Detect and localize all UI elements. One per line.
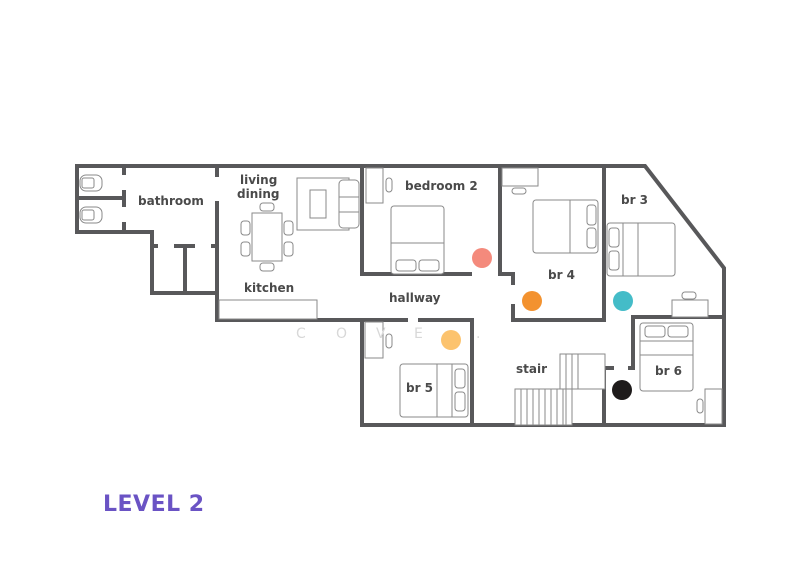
watermark-letter: . xyxy=(476,326,481,342)
marker-br4[interactable] xyxy=(522,291,542,311)
sofa xyxy=(296,177,360,231)
kitchen-counter xyxy=(218,299,318,320)
room-label-stair: stair xyxy=(516,362,548,376)
level-title: LEVEL 2 xyxy=(103,492,205,517)
marker-br6[interactable] xyxy=(612,380,632,400)
room-label-br6: br 6 xyxy=(655,364,683,378)
marker-bedroom2[interactable] xyxy=(472,248,492,268)
watermark-letter: C xyxy=(296,326,306,342)
staircase xyxy=(514,353,606,426)
room-label-hallway: hallway xyxy=(389,291,441,305)
toilets xyxy=(79,174,103,224)
room-label-kitchen: kitchen xyxy=(244,281,295,295)
room-label-br3: br 3 xyxy=(621,193,649,207)
br4-furniture xyxy=(501,167,599,254)
room-label-br4: br 4 xyxy=(548,268,576,282)
br3-furniture xyxy=(606,222,709,318)
marker-br5[interactable] xyxy=(441,330,461,350)
dining-table xyxy=(240,202,294,272)
room-label-living: living xyxy=(240,173,278,187)
room-label-dining: dining xyxy=(237,187,280,201)
room-label-bedroom2: bedroom 2 xyxy=(405,179,478,193)
room-label-bathroom: bathroom xyxy=(138,194,204,208)
room-label-br5: br 5 xyxy=(406,381,434,395)
br5-furniture xyxy=(364,321,469,418)
br6-furniture xyxy=(639,322,723,425)
bedroom2-furniture xyxy=(365,167,445,275)
watermark-letter: E xyxy=(414,326,423,342)
watermark-letter: V xyxy=(376,326,386,342)
watermark-letter: O xyxy=(336,326,348,342)
marker-br3[interactable] xyxy=(613,291,633,311)
